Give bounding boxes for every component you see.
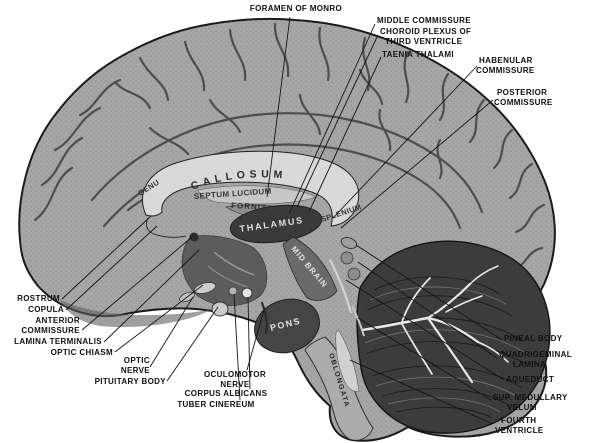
leader-rostrum xyxy=(61,215,152,300)
leader-foramen-of-monro xyxy=(266,16,291,198)
label-copula: COPULA xyxy=(28,305,64,314)
septum-lucidum-shape xyxy=(197,185,317,205)
fourth-ventricle-shape xyxy=(335,330,360,392)
leader-sup-medullary-velum xyxy=(357,317,492,401)
leader-tuber-cinereum xyxy=(233,293,241,401)
leader-aqueduct xyxy=(345,279,505,381)
leader-quadrigeminal-lamina xyxy=(357,261,498,359)
leader-copula xyxy=(65,225,158,311)
label-fourth-2: VENTRICLE xyxy=(495,426,544,435)
leader-pineal-body xyxy=(355,244,503,341)
sup-medullary-velum-shape xyxy=(351,305,365,337)
arbor-vitae xyxy=(361,265,509,384)
label-optic-nerve-1: OPTIC xyxy=(123,356,150,365)
quadrigeminal-colliculus-sup xyxy=(340,251,354,265)
label-quadrigeminal-2: LAMINA xyxy=(513,360,547,369)
label-taenia-thalami: TAENIA THALAMI xyxy=(382,50,455,59)
leader-taenia-thalami xyxy=(308,56,382,213)
label-oculomotor-1: OCULOMOTOR xyxy=(203,370,266,379)
label-posterior-2: COMMISSURE xyxy=(494,98,553,107)
label-optic-nerve-2: NERVE xyxy=(120,366,150,375)
leader-anterior-commissure xyxy=(81,236,193,331)
label-pineal-body: PINEAL BODY xyxy=(504,334,563,343)
label-oculomotor-2: NERVE xyxy=(220,380,250,389)
leader-lamina-terminalis xyxy=(103,249,200,343)
leader-habenular-commissure xyxy=(332,65,478,219)
tuber-cinereum-shape xyxy=(228,286,238,296)
label-anterior-2: COMMISSURE xyxy=(21,326,80,335)
label-aqueduct: AQUEDUCT xyxy=(506,375,555,384)
pituitary-body-shape xyxy=(211,301,229,317)
label-sup-medullary-2: VELUM xyxy=(507,403,537,412)
leader-posterior-commissure xyxy=(340,99,494,229)
label-posterior-1: POSTERIOR xyxy=(497,88,548,97)
label-fourth-1: FOURTH xyxy=(501,416,537,425)
leader-optic-chiasm xyxy=(114,284,204,353)
label-optic-chiasm: OPTIC CHIASM xyxy=(50,348,113,357)
basal-structures xyxy=(179,232,268,335)
label-habenular-2: COMMISSURE xyxy=(476,66,535,75)
thalamus-shape xyxy=(229,204,323,244)
label-corpus-albicans: CORPUS ALBICANS xyxy=(184,389,268,398)
leader-oculomotor-nerve xyxy=(246,309,265,371)
label-lamina-terminalis: LAMINA TERMINALIS xyxy=(14,337,102,346)
medulla-shape xyxy=(304,336,374,441)
optic-chiasm-shape xyxy=(193,282,217,294)
anterior-commissure-shape xyxy=(189,232,199,242)
leader-middle-commissure xyxy=(288,23,376,215)
leader-fourth-ventricle xyxy=(349,359,494,425)
rostrum-shape xyxy=(145,217,187,238)
leader-choroid-plexus xyxy=(296,34,379,208)
leader-corpus-albicans xyxy=(247,296,251,390)
corpus-albicans-shape xyxy=(241,287,253,299)
brainstem xyxy=(254,298,374,441)
leader-lines xyxy=(61,16,505,425)
pons-shape xyxy=(254,298,320,354)
aqueduct-shape xyxy=(329,259,353,314)
label-foramen-of-monro: FORAMEN OF MONRO xyxy=(249,4,343,13)
label-pituitary-body: PITUITARY BODY xyxy=(94,377,166,386)
leader-optic-nerve xyxy=(149,296,194,368)
label-tuber-cinereum: TUBER CINEREUM xyxy=(177,400,255,409)
quadrigeminal-colliculus-inf xyxy=(347,267,361,281)
label-middle-commissure: MIDDLE COMMISSURE xyxy=(377,16,471,25)
label-rostrum: ROSTRUM xyxy=(17,294,60,303)
midbrain-shape xyxy=(282,236,338,301)
label-anterior-1: ANTERIOR xyxy=(35,316,80,325)
structure-label-fornix: FORNIX xyxy=(231,201,268,212)
corpus-callosum-shape xyxy=(142,150,360,227)
label-choroid-plexus-2: THIRD VENTRICLE xyxy=(385,37,463,46)
label-habenular-1: HABENULAR xyxy=(479,56,533,65)
label-choroid-plexus-1: CHOROID PLEXUS OF xyxy=(380,27,472,36)
label-sup-medullary-1: SUP. MEDULLARY xyxy=(493,393,568,402)
leader-pituitary-body xyxy=(166,306,219,382)
label-quadrigeminal-1: QUADRIGEMINAL xyxy=(499,350,572,359)
oculomotor-nerve-shape xyxy=(260,301,268,335)
